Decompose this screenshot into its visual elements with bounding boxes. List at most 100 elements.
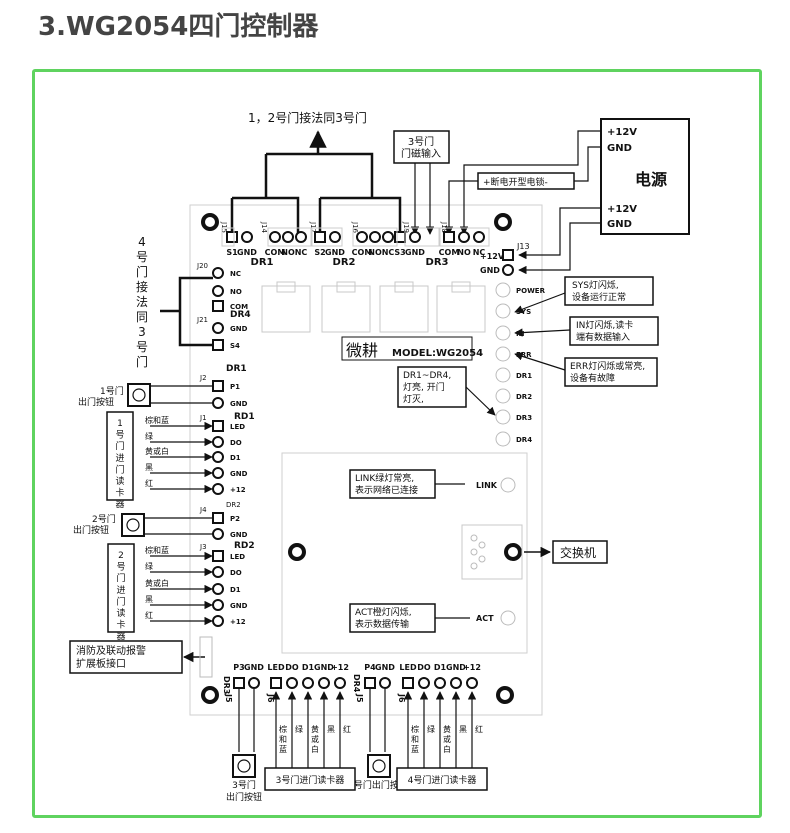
top-pin-label: GND <box>237 248 257 257</box>
status-led-label: IN <box>516 330 525 338</box>
top-pin <box>369 231 381 243</box>
status-led-label: DR1 <box>516 372 532 380</box>
top-pin-label: S3 <box>394 248 405 257</box>
top-pin <box>226 231 238 243</box>
left-pin <box>212 420 224 432</box>
reader-box <box>396 767 488 791</box>
wire-color-label: 黄或白 <box>443 724 451 754</box>
bottom-pin <box>402 677 414 689</box>
err-note: ERR灯闪烁或常亮,设备有故障 <box>570 360 645 384</box>
dr-note-wire <box>465 386 496 416</box>
model-plate <box>341 336 473 361</box>
bottom-pin <box>418 677 430 689</box>
top-pin-label: COM <box>265 248 286 257</box>
wire-color-label: 黄或白 <box>311 724 319 754</box>
status-led-label: DR4 <box>516 436 532 444</box>
left-label: D1 <box>230 454 241 462</box>
top-header-id: J19 <box>402 221 410 233</box>
fire-connector <box>199 636 213 678</box>
bottom-pin <box>248 677 260 689</box>
sys-note: SYS灯闪烁,设备运行正常 <box>572 279 626 303</box>
model-label: MODEL:WG2054 <box>392 348 483 359</box>
left-label: 黑 <box>145 463 153 472</box>
left-label: NO <box>230 288 242 296</box>
left-label: D1 <box>230 586 241 594</box>
power-gnd-b: GND <box>607 219 632 230</box>
bottom-label: DO <box>417 663 431 672</box>
status-led-label: ERR <box>516 351 532 359</box>
bottom-label: P3 <box>233 663 244 672</box>
link-note: LINK绿灯常亮,表示网络已连接 <box>355 472 418 496</box>
lock-label: +断电开型电锁- <box>483 176 548 188</box>
left-label: J21 <box>196 316 208 324</box>
status-led <box>495 367 511 383</box>
brand-label: 微耕 <box>346 341 378 360</box>
exit-button-label: 4号门出门按钮 <box>348 779 408 791</box>
wire-color-label: 绿 <box>427 725 435 734</box>
pcb-board <box>189 204 543 716</box>
bottom-pin <box>318 677 330 689</box>
left-label: 绿 <box>145 432 153 441</box>
exit-button-label: 1号门 <box>100 385 124 397</box>
j13-pin-gnd <box>502 264 514 276</box>
bottom-label: DO <box>285 663 299 672</box>
mounting-holes <box>201 213 522 704</box>
left-label: COM <box>230 303 248 311</box>
left-pin <box>212 615 224 627</box>
status-led-label: POWER <box>516 287 546 295</box>
top-pin <box>458 231 470 243</box>
rj45-pins <box>470 534 486 570</box>
top-pin-label: COM <box>352 248 373 257</box>
bottom-label: GND <box>446 663 466 672</box>
door3-sensor-box <box>393 130 450 164</box>
left-label: J4 <box>199 506 207 514</box>
bottom-pin <box>270 677 282 689</box>
top-pin <box>295 231 307 243</box>
left-pin <box>212 339 224 351</box>
top-block-outline <box>404 227 440 247</box>
left-pin <box>212 599 224 611</box>
exit-button-label: 出门按钮 <box>73 524 109 536</box>
left-label: 棕和蓝 <box>145 415 169 425</box>
left-label: J3 <box>199 543 207 551</box>
left-pin <box>212 267 224 279</box>
bottom-pin <box>379 677 391 689</box>
dr-note-box <box>397 366 467 408</box>
btn3-wire <box>238 689 255 752</box>
status-led <box>495 388 511 404</box>
bottom-pin <box>450 677 462 689</box>
top-block-outline <box>267 227 313 247</box>
left-label: GND <box>230 325 248 333</box>
door4-bracket <box>160 276 213 347</box>
status-led <box>495 325 511 341</box>
left-label: J2 <box>199 374 207 382</box>
wire-color-label: 棕和蓝 <box>279 724 287 754</box>
rj45-port <box>461 524 523 580</box>
top-header-id: J15 <box>220 221 228 233</box>
door3-sensor-wires <box>410 163 435 235</box>
left-pin <box>212 436 224 448</box>
left-label: DR2 <box>226 501 241 509</box>
fire-label: 消防及联动报警扩展板接口 <box>76 644 146 670</box>
left-label: LED <box>230 423 245 431</box>
bottom-label: P4 <box>364 663 376 672</box>
switch-box <box>552 540 608 564</box>
btn2-wire <box>144 517 212 535</box>
left-label: NC <box>230 270 241 278</box>
led-note-wires <box>514 292 571 371</box>
act-led-label: ACT <box>476 614 494 623</box>
power-12v-a: +12V <box>607 127 637 138</box>
left-label: 黑 <box>145 595 153 604</box>
power-gnd-a: GND <box>607 143 632 154</box>
left-label: RD2 <box>234 541 255 551</box>
reader-box <box>107 543 135 633</box>
network-module <box>281 452 528 654</box>
top-header-id: J17 <box>309 221 317 233</box>
fire-box <box>69 640 183 674</box>
top-pin-label: NO <box>368 248 382 257</box>
top-header-id: J18 <box>440 221 448 233</box>
